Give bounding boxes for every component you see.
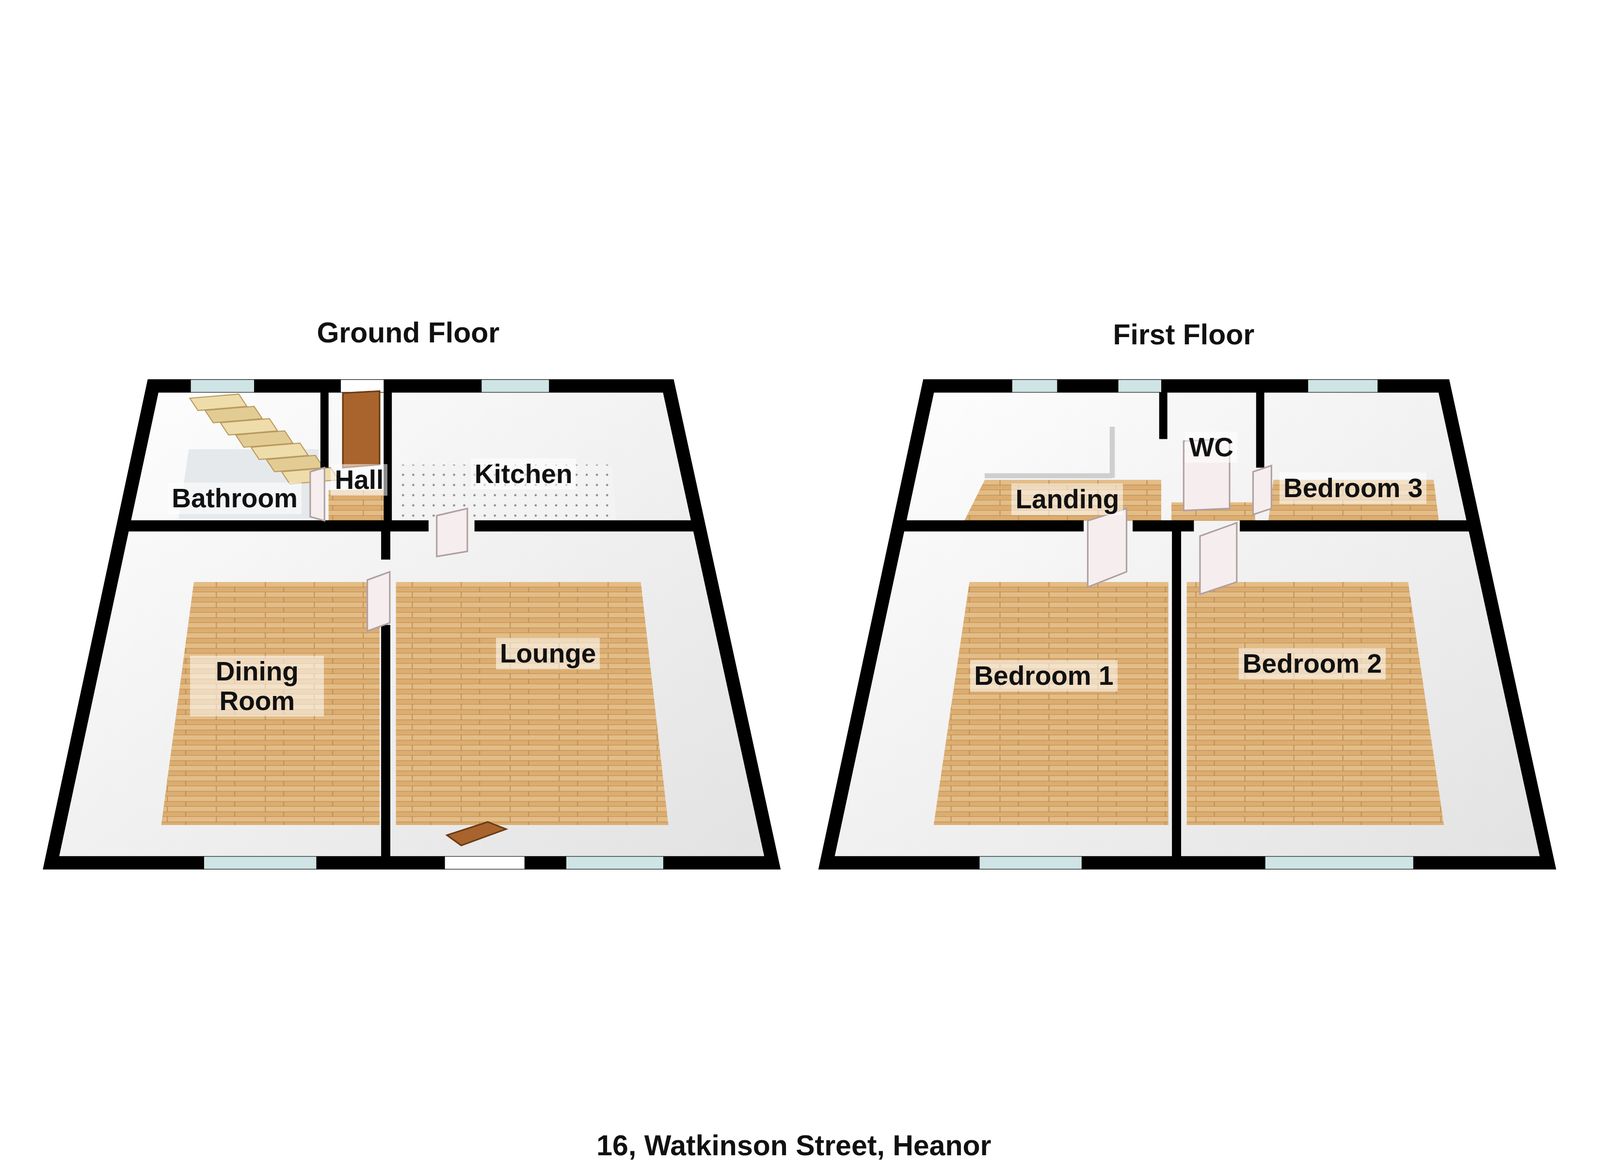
room-label: WC — [1184, 431, 1238, 464]
room-label: Kitchen — [470, 458, 577, 490]
opening-mark — [1012, 379, 1058, 392]
caption: 16, Watkinson Street, Heanor — [596, 1129, 992, 1162]
room: WC — [1163, 385, 1261, 526]
floor-plan: Ground FloorBathroom Hall KitchenDining Ro… — [40, 296, 796, 879]
plan-shape — [826, 385, 1549, 863]
room: Bedroom 2 — [1176, 525, 1550, 863]
wall-line — [1256, 385, 1265, 468]
room: Landing — [928, 385, 1164, 526]
wall-line — [1171, 525, 1182, 863]
wall-line — [381, 525, 391, 560]
plan-shape — [161, 581, 380, 825]
plan-shape — [1087, 508, 1127, 587]
wall-line — [1239, 520, 1475, 532]
opening-mark — [340, 379, 384, 392]
wall-line — [898, 520, 1084, 532]
plan-shape — [964, 479, 1162, 521]
plan-shape — [367, 571, 390, 631]
room-label: Landing — [1011, 483, 1123, 515]
opening-mark — [204, 856, 317, 869]
wall-line — [383, 385, 392, 526]
room-label: Lounge — [496, 637, 601, 670]
plan-shape — [1186, 581, 1444, 825]
opening-mark — [1265, 856, 1414, 869]
room: Kitchen — [387, 385, 684, 526]
plan-shape — [436, 508, 468, 557]
room-label: Hall — [330, 464, 388, 496]
plan-shape — [1252, 465, 1272, 515]
room-label: Bedroom 1 — [970, 659, 1118, 692]
floor-plan: First FloorLanding WC Bedroom 3 Bedroom 1 Be… — [816, 296, 1562, 879]
room-label: Dining Room — [190, 655, 324, 717]
wall-line — [1109, 426, 1116, 478]
plan-shape — [1200, 522, 1237, 594]
plan-shape — [933, 581, 1169, 825]
room-label: Bedroom 2 — [1238, 647, 1386, 680]
room-label: Bathroom — [167, 482, 302, 514]
room: Bedroom 3 — [1260, 385, 1459, 526]
plan-shape — [826, 385, 1549, 863]
plan-shape — [50, 385, 773, 863]
room: Hall — [324, 385, 388, 526]
room: Dining Room — [123, 525, 386, 863]
room: Lounge — [385, 525, 773, 863]
room: Bedroom 1 — [898, 525, 1177, 863]
first-floor-plan — [826, 379, 1549, 869]
wall-line — [474, 520, 700, 532]
opening-mark — [481, 379, 549, 392]
opening-mark — [445, 856, 525, 869]
floor-heading: First Floor — [1112, 319, 1255, 351]
opening-mark — [1118, 379, 1162, 392]
wall-line — [984, 473, 1113, 479]
wall-line — [381, 624, 391, 863]
ground-floor-plan — [50, 379, 773, 869]
wall-line — [1132, 520, 1194, 532]
wall-line — [320, 385, 329, 468]
opening-mark — [1308, 379, 1378, 392]
floor-heading: Ground Floor — [316, 317, 500, 349]
plan-shape — [50, 385, 773, 863]
room: Bathroom — [153, 385, 325, 526]
plan-shape — [447, 821, 507, 846]
room-label: Bedroom 3 — [1279, 472, 1427, 504]
plan-shape — [342, 390, 380, 468]
plan-shape — [396, 581, 669, 825]
plan-shape — [310, 467, 325, 521]
wall-line — [1159, 385, 1168, 439]
opening-mark — [191, 379, 255, 392]
opening-mark — [566, 856, 664, 869]
opening-mark — [979, 856, 1082, 869]
